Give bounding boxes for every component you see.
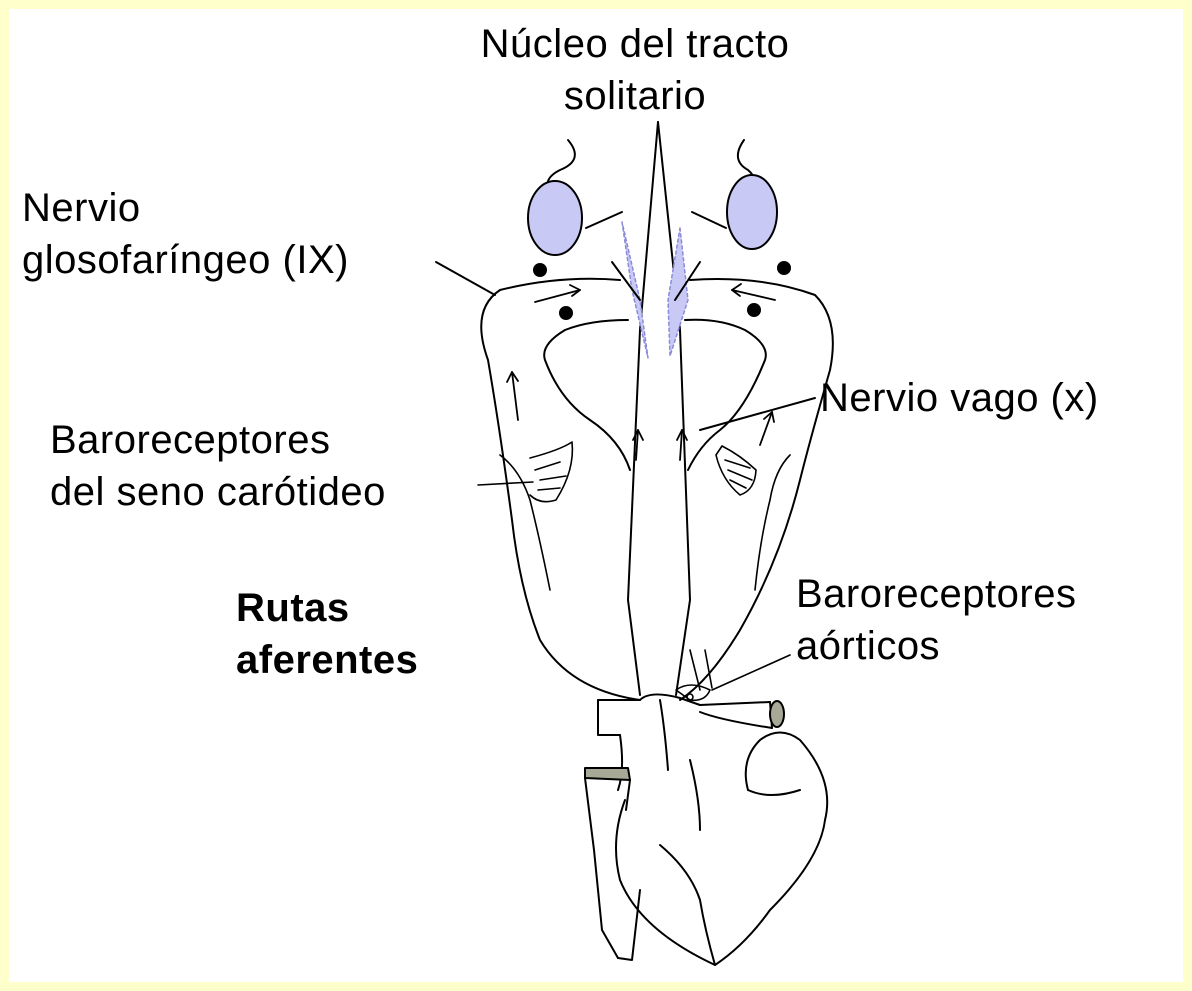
ganglion-dots: [534, 262, 790, 319]
nucleus-label-line1: Núcleo del tracto: [430, 18, 840, 70]
nucleus-label-line2: solitario: [430, 70, 840, 122]
glossopharyngeal-nerve: [436, 262, 833, 700]
carotid-label-line2: del seno carótideo: [50, 466, 386, 518]
glossopharyngeal-label-line2: glosofaríngeo (IX): [22, 234, 349, 286]
heart: [585, 694, 827, 965]
routes-label-line1: Rutas: [236, 582, 350, 634]
aortic-label-line2: aórticos: [796, 620, 940, 672]
aortic-receptors: [676, 650, 790, 700]
routes-label-line2: aferentes: [236, 634, 418, 686]
glossopharyngeal-label-line1: Nervio: [22, 182, 141, 234]
vagus-label: Nervio vago (x): [820, 372, 1099, 424]
aortic-label-line1: Baroreceptores: [796, 568, 1076, 620]
carotid-label-line1: Baroreceptores: [50, 414, 330, 466]
vagus-nerve: [544, 262, 815, 470]
